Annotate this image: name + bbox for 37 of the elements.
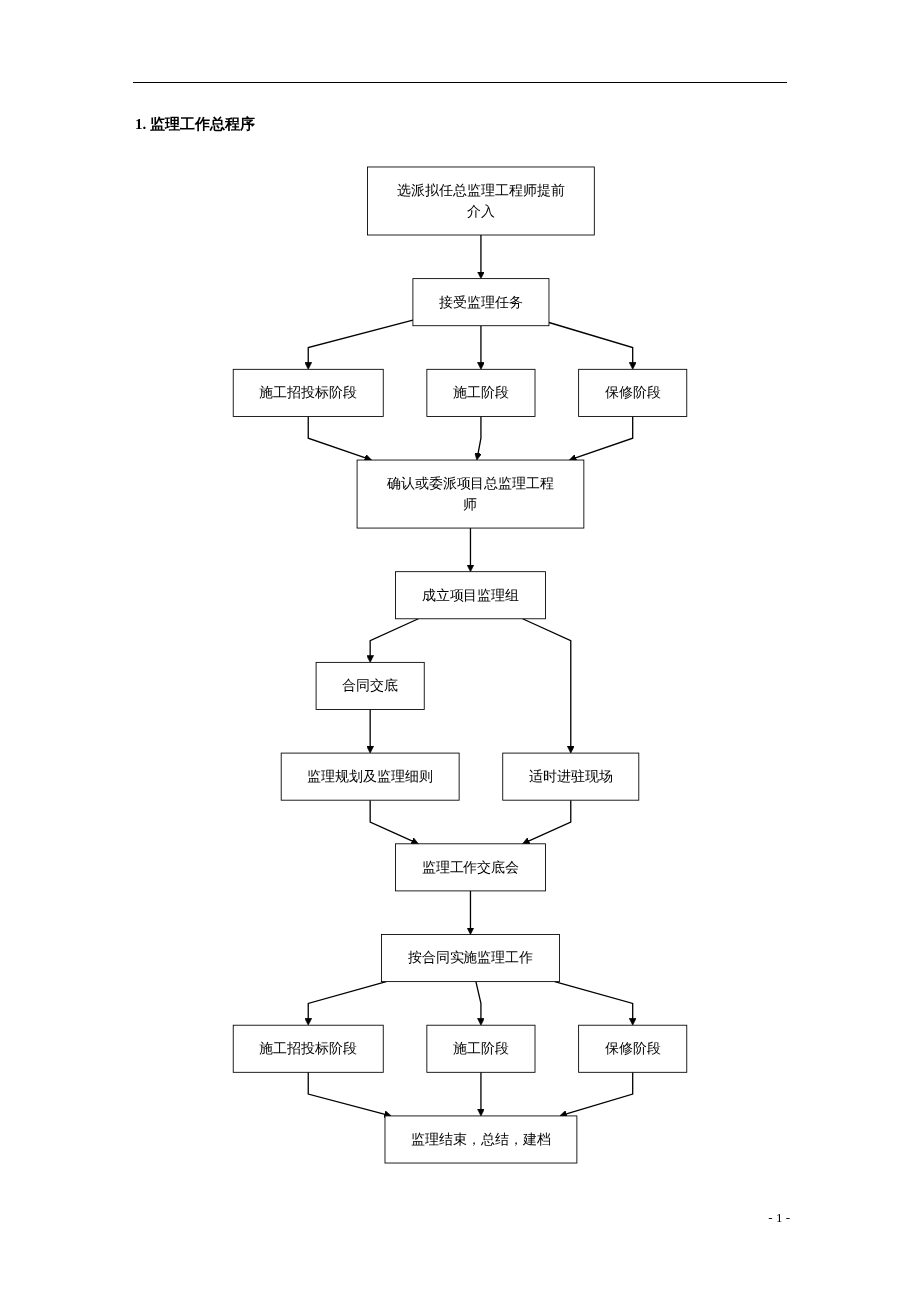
node-box: 接受监理任务 [412,278,550,327]
arrow [466,527,475,572]
node-box: 监理结束，总结，建档 [384,1115,578,1164]
node-box: 选派拟任总监理工程师提前介入 [367,166,595,236]
arrow [307,1071,392,1118]
arrow [554,980,637,1026]
arrow [307,415,372,462]
node-box: 按合同实施监理工作 [381,934,560,983]
node-box: 监理规划及监理细则 [280,752,460,801]
node-box: 监理工作交底会 [395,843,546,892]
node-box: 施工招投标阶段 [232,368,384,417]
arrow [477,234,485,279]
arrow [366,618,420,663]
arrow [477,325,485,370]
page-number: - 1 - [768,1210,790,1225]
arrow [466,890,475,935]
node-box: 合同交底 [315,661,425,710]
node-box: 确认或委派项目总监理工程师 [356,459,585,529]
arrow [366,708,374,754]
node-box: 成立项目监理组 [395,571,546,620]
node-box: 施工阶段 [426,1024,536,1073]
arrow [548,321,637,370]
node-box: 适时进驻现场 [502,752,640,801]
arrow [475,980,485,1026]
node-box: 施工阶段 [426,368,536,417]
arrow [477,1071,485,1117]
arrow [474,415,482,461]
arrow [304,980,387,1026]
node-box: 保修阶段 [578,1024,688,1073]
node-box: 施工招投标阶段 [232,1024,384,1073]
arrow [569,415,634,462]
arrow [304,319,414,370]
title: 1. 监理工作总程序 [135,115,255,134]
arrow [522,799,572,845]
node-box: 保修阶段 [578,368,688,417]
arrow [521,618,575,754]
arrow [369,799,419,845]
